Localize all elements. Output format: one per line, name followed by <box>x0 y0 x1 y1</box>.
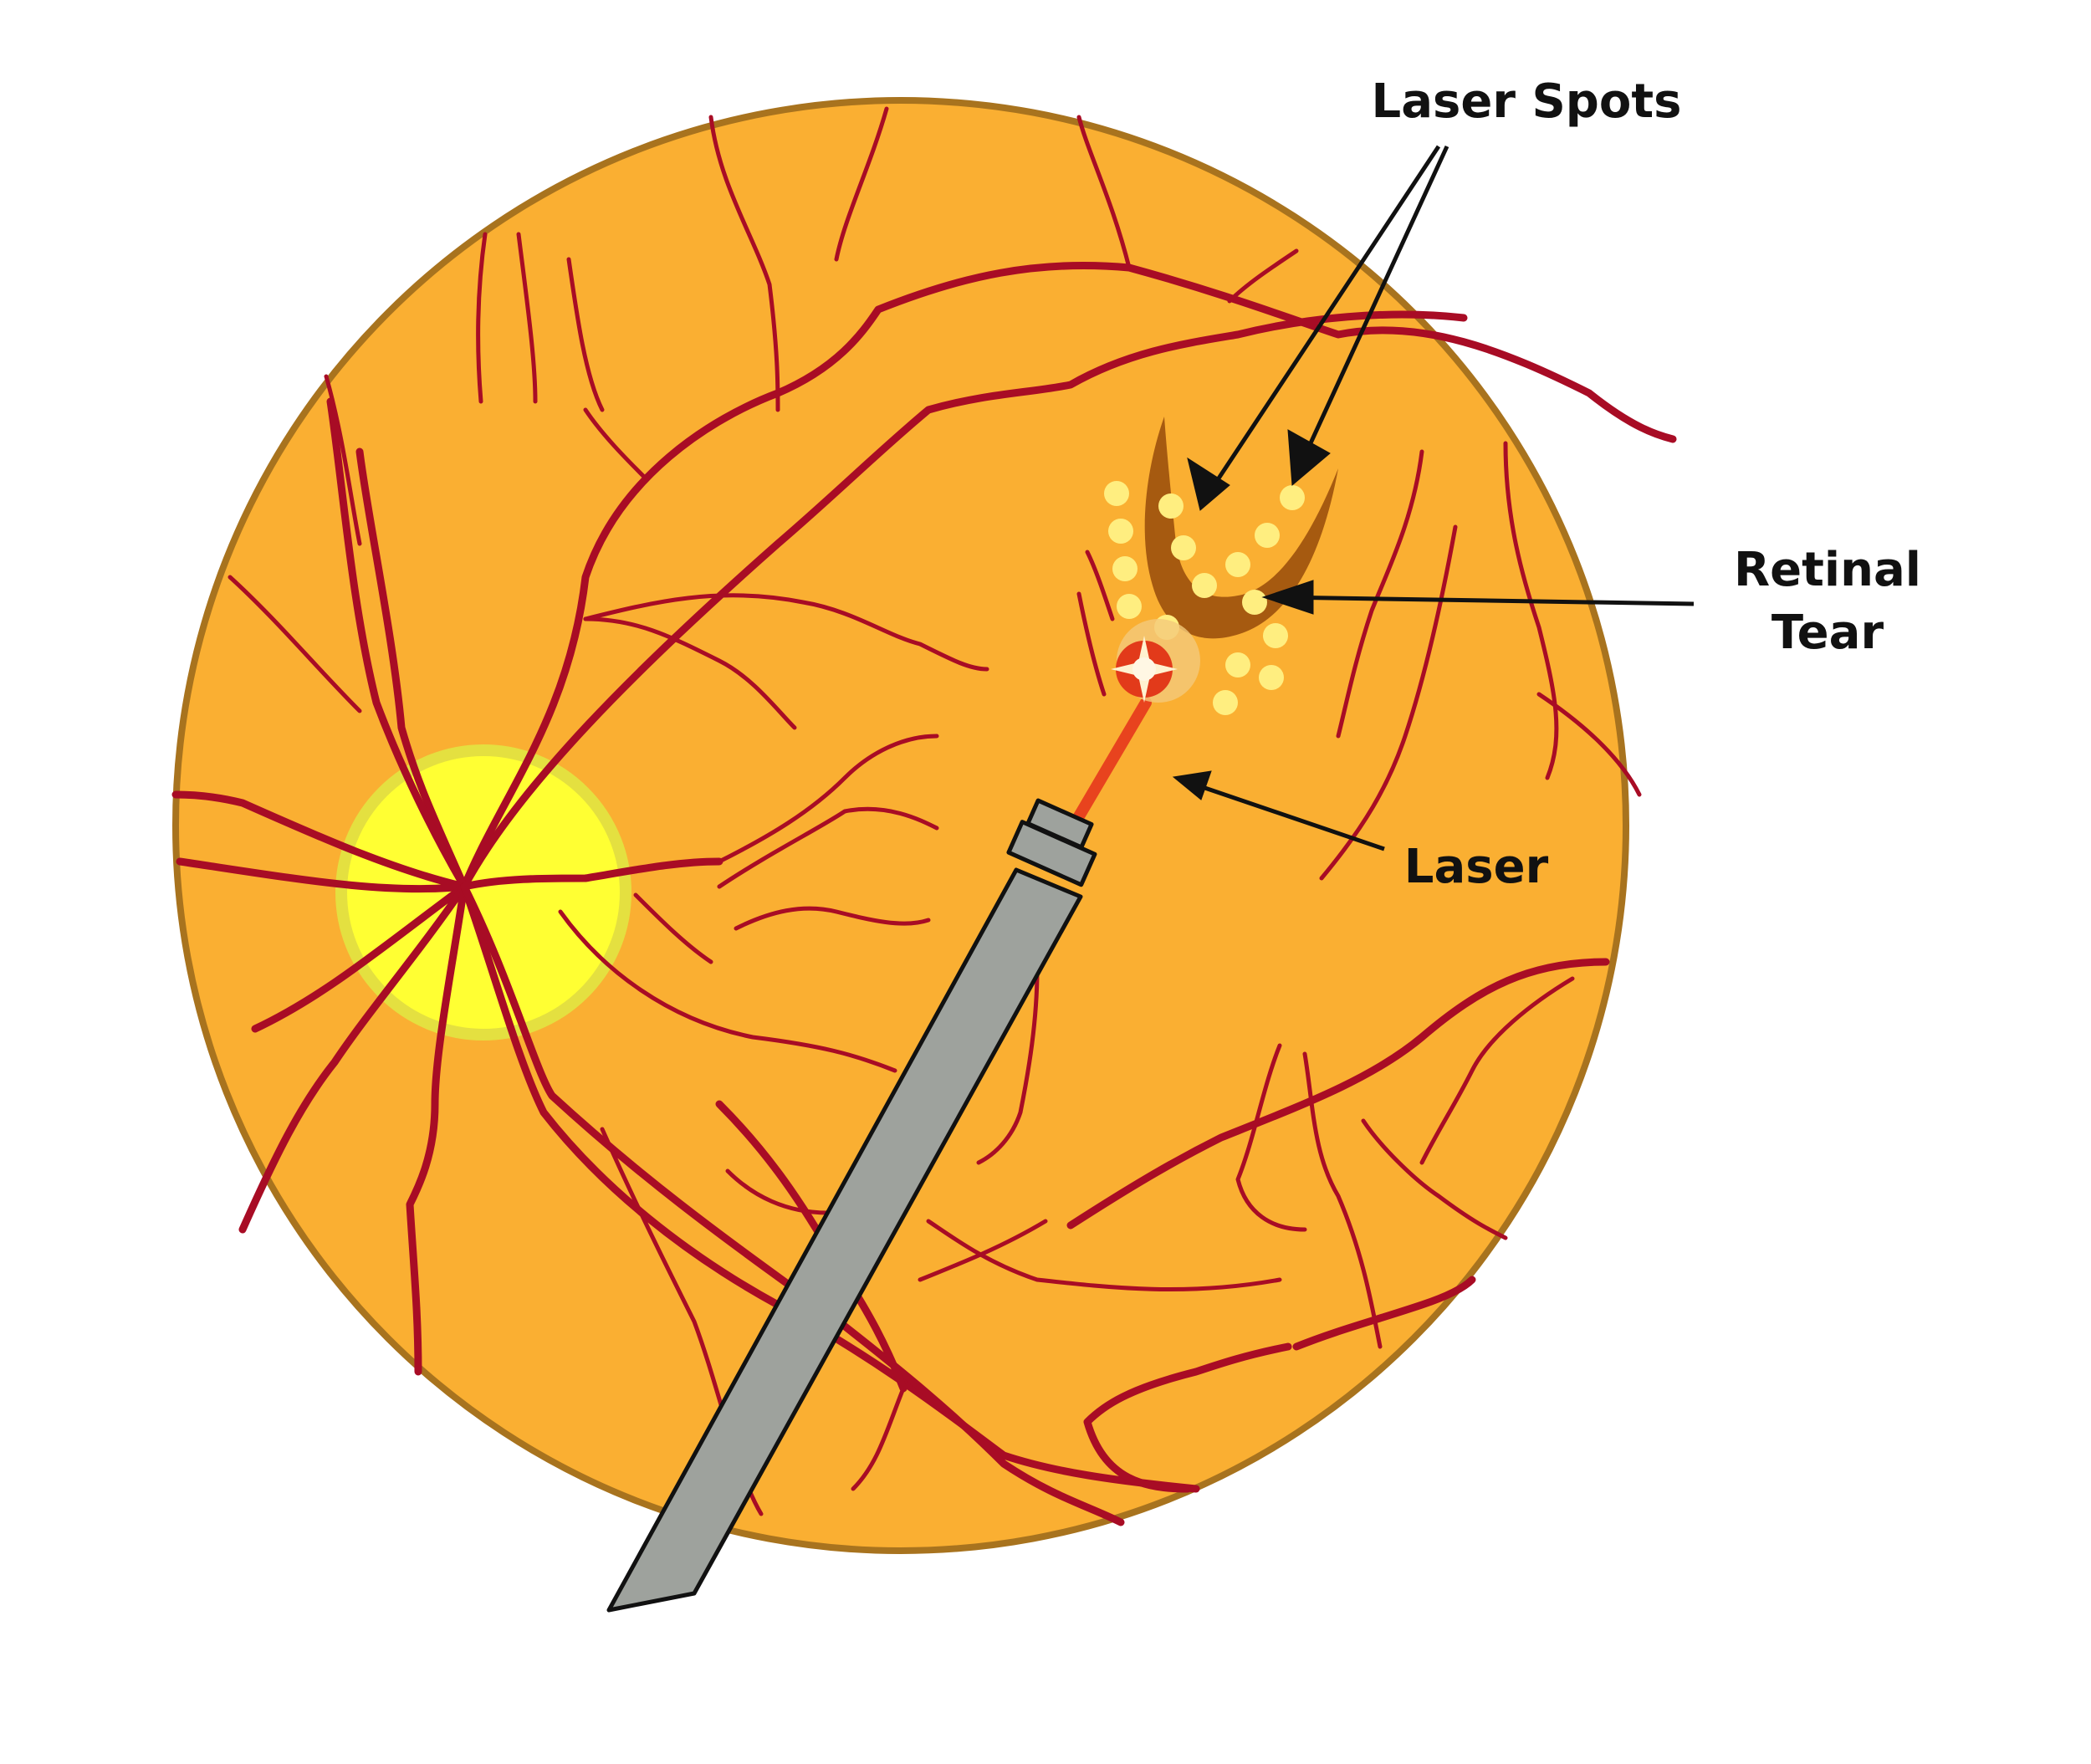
retina <box>172 97 1629 1554</box>
minor-vessels <box>228 106 1642 1516</box>
label-laser-spots: Laser Spots <box>1372 74 1682 129</box>
annotation-arrows <box>1172 145 1695 851</box>
label-retinal-tear-line2: Tear <box>1771 606 1884 660</box>
laser-burn-icon <box>1111 619 1200 703</box>
label-retinal-tear-line1: Retinal <box>1734 543 1921 597</box>
label-laser: Laser <box>1404 840 1549 894</box>
laser-probe-icon <box>606 798 1097 1613</box>
retinal-tear <box>1144 417 1338 639</box>
